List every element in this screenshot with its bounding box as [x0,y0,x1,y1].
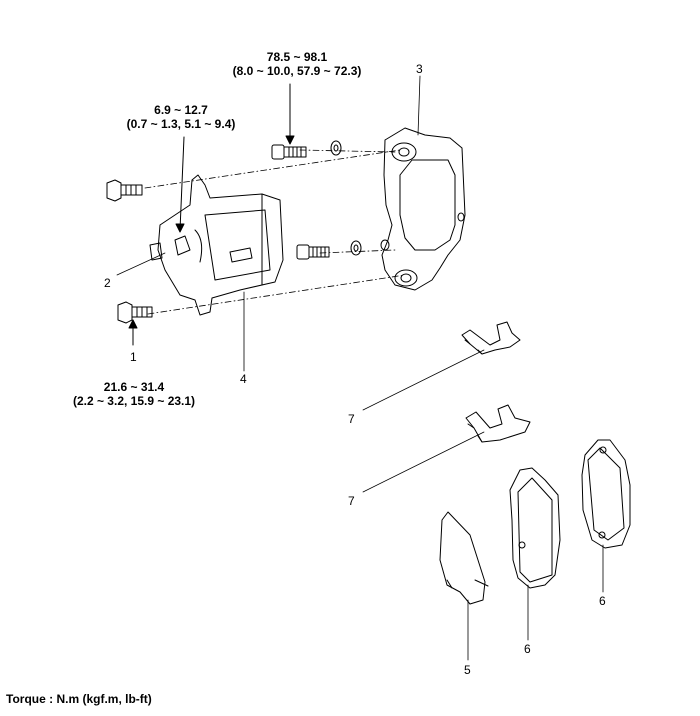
brake-pad-inner [509,467,561,589]
caliper-bolt-lower-left [117,301,153,324]
guide-bolt-lower [296,240,362,260]
torque-units-footnote: Torque : N.m (kgf.m, lb-ft) [6,692,152,706]
torque-mid-nm: 6.9 ~ 12.7 [154,103,208,117]
caliper-body [149,174,284,316]
pad-retainer-clip-lower [465,404,531,443]
callout-7-lower: 7 [348,494,355,508]
torque-label-bottom: 21.6 ~ 31.4 (2.2 ~ 3.2, 15.9 ~ 23.1) [54,380,214,408]
alignment-lines [144,149,406,315]
callout-5: 5 [464,663,471,677]
torque-top-nm: 78.5 ~ 98.1 [266,50,328,64]
callout-4: 4 [240,372,247,386]
leader-lines [116,75,604,661]
caliper-bolt-upper-left [106,179,143,202]
pad-retainer-clip-upper [461,321,521,355]
pad-shim [439,511,489,605]
callout-6-inner: 6 [524,642,531,656]
torque-arrow-top [285,83,295,145]
brake-pad-outer [581,439,631,549]
callout-1: 1 [130,350,137,364]
callout-3: 3 [416,62,423,76]
callout-6-outer: 6 [599,594,606,608]
callout-7-upper: 7 [348,412,355,426]
torque-bottom-units: (2.2 ~ 3.2, 15.9 ~ 23.1) [72,394,196,408]
guide-bolt-upper [271,140,342,160]
callout-2: 2 [104,276,111,290]
torque-label-mid: 6.9 ~ 12.7 (0.7 ~ 1.3, 5.1 ~ 9.4) [106,103,256,131]
torque-top-units: (8.0 ~ 10.0, 57.9 ~ 72.3) [232,64,362,78]
torque-arrow-mid [175,136,185,233]
torque-arrow-bottom [128,319,138,346]
torque-mid-units: (0.7 ~ 1.3, 5.1 ~ 9.4) [126,117,236,131]
torque-bottom-nm: 21.6 ~ 31.4 [103,380,165,394]
torque-label-top: 78.5 ~ 98.1 (8.0 ~ 10.0, 57.9 ~ 72.3) [222,50,372,78]
caliper-carrier-bracket [380,127,466,291]
